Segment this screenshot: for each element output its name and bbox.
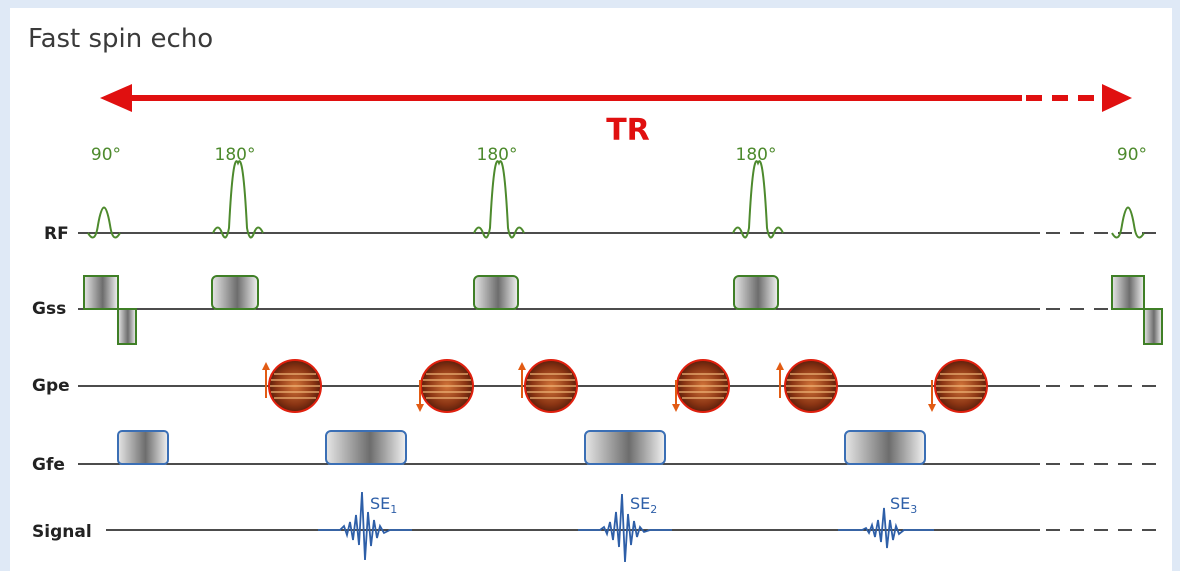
tr-arrow: TR (100, 84, 1132, 148)
tr-arrow-right-head (1102, 84, 1132, 112)
phase-blob-1 (268, 359, 322, 413)
phase-arrow-down-icon (416, 380, 424, 412)
phase-arrow-up-icon (776, 362, 784, 398)
gss-lobe-90-pos (83, 275, 119, 310)
echo-3 (838, 507, 934, 549)
echo-label-1: SE1 (370, 494, 397, 516)
rf-angle-label-1: 90° (91, 145, 121, 165)
echo-1 (318, 491, 412, 561)
gss-lobe-180-3 (733, 275, 779, 310)
phase-blob-3 (524, 359, 578, 413)
diagram-frame (10, 8, 1172, 571)
signal-echoes (318, 491, 934, 563)
tr-arrow-left-head (100, 84, 132, 112)
gfe-prephase-lobe (117, 430, 169, 465)
gss-lobe-90-neg (117, 308, 137, 345)
row-label-gss: Gss (32, 299, 66, 319)
phase-arrow-down-icon (672, 380, 680, 412)
echo-2 (578, 493, 672, 563)
tr-label: TR (606, 113, 650, 148)
rf-angle-label-5: 90° (1117, 145, 1147, 165)
gss-lobe-180-1 (211, 275, 259, 310)
gpe-gradients (262, 359, 988, 413)
gfe-readout-2 (584, 430, 666, 465)
phase-blob-6 (934, 359, 988, 413)
gfe-readout-3 (844, 430, 926, 465)
echo-label-3: SE3 (890, 494, 917, 516)
phase-arrow-up-icon (518, 362, 526, 398)
rf-pulse-180-second (473, 160, 525, 239)
rf-angle-label-3: 180° (477, 145, 518, 165)
phase-blob-2 (420, 359, 474, 413)
phase-blob-4 (676, 359, 730, 413)
gfe-gradients (117, 430, 926, 465)
row-label-gfe: Gfe (32, 455, 65, 475)
gfe-readout-1 (325, 430, 407, 465)
phase-arrow-down-icon (928, 380, 936, 412)
diagram-title: Fast spin echo (28, 24, 214, 54)
rf-pulse-180-first (212, 160, 264, 239)
gss-gradients (83, 275, 1163, 345)
row-label-gpe: Gpe (32, 376, 70, 396)
rf-pulse-180-third (732, 160, 784, 239)
row-label-signal: Signal (32, 522, 92, 542)
gss-lobe-90-last-pos (1111, 275, 1145, 310)
rf-pulse-90-first (87, 206, 121, 239)
rf-pulse-90-last (1111, 206, 1145, 239)
phase-blob-5 (784, 359, 838, 413)
echo-label-2: SE2 (630, 494, 657, 516)
rf-angle-label-2: 180° (215, 145, 256, 165)
gss-lobe-90-last-neg (1143, 308, 1163, 345)
rf-angle-label-4: 180° (736, 145, 777, 165)
gss-lobe-180-2 (473, 275, 519, 310)
row-label-rf: RF (44, 224, 69, 244)
phase-arrow-up-icon (262, 362, 270, 398)
